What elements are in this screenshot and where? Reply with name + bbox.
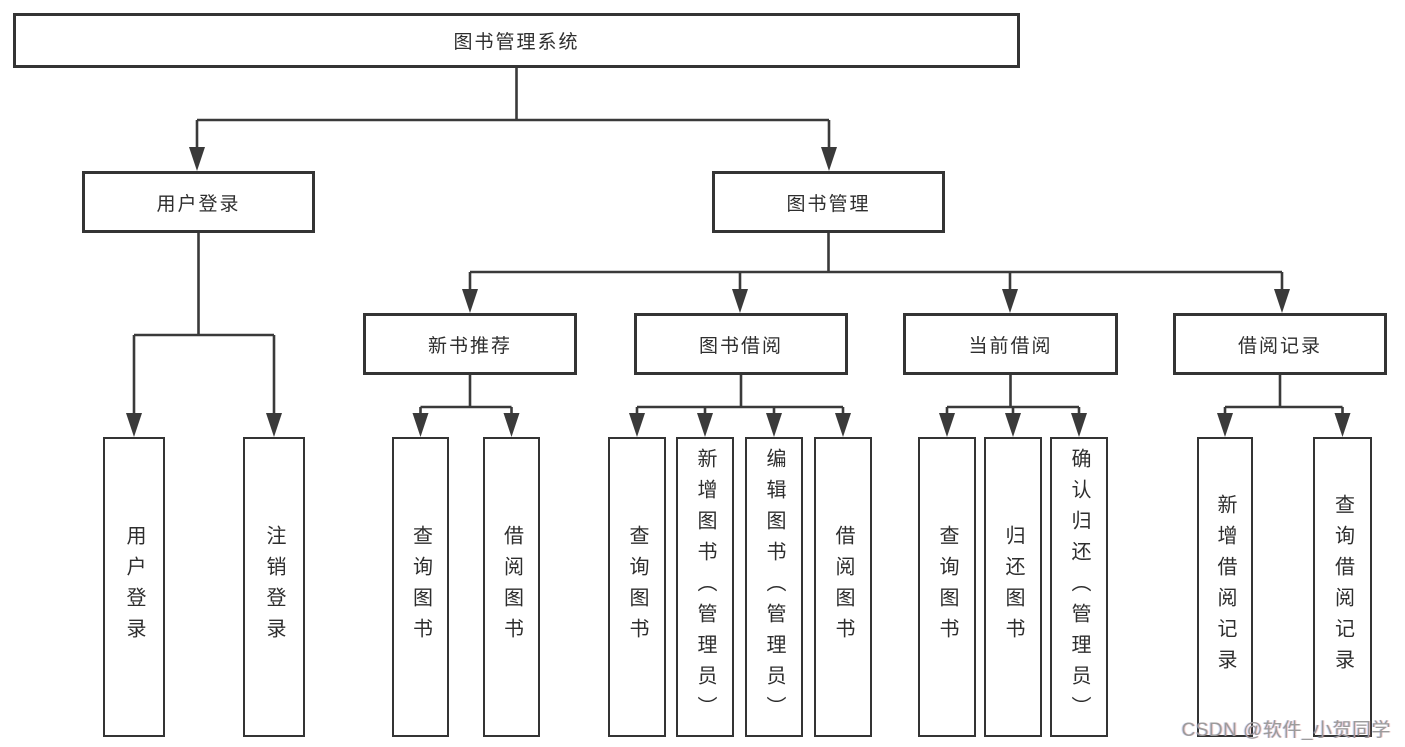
connector-book-borrow-children (635, 375, 845, 416)
node-label: 确认归还（管理员） (1068, 447, 1090, 727)
node-label: 编辑图书（管理员） (763, 447, 785, 727)
leaf-user-login: 用户登录 (103, 437, 165, 737)
node-label: 查询图书 (626, 525, 648, 649)
leaf-return-book: 归还图书 (984, 437, 1042, 737)
arrowhead (1071, 413, 1087, 437)
node-label: 归还图书 (1002, 525, 1024, 649)
connector-current-borrow-children (945, 375, 1081, 416)
arrowhead (1217, 413, 1233, 437)
node-label: 查询图书 (409, 525, 432, 649)
node-label: 查询借阅记录 (1331, 494, 1354, 680)
leaf-query-books-current: 查询图书 (918, 437, 976, 737)
arrowhead (266, 413, 282, 437)
connector-new-book-children (419, 375, 513, 416)
arrowhead (766, 413, 782, 437)
leaf-add-book-admin: 新增图书（管理员） (676, 437, 734, 737)
arrowhead (939, 413, 955, 437)
leaf-query-borrow-record: 查询借阅记录 (1313, 437, 1372, 737)
leaf-borrow-books: 借阅图书 (814, 437, 872, 737)
leaf-query-books-recommend: 查询图书 (392, 437, 449, 737)
node-label: 借阅记录 (1237, 335, 1322, 357)
arrowhead (697, 413, 713, 437)
node-label: 图书管理系统 (453, 32, 580, 53)
node-current-borrow: 当前借阅 (903, 313, 1118, 375)
connector-root-to-level2 (195, 68, 831, 150)
node-book-management: 图书管理 (712, 171, 945, 233)
leaf-confirm-return-admin: 确认归还（管理员） (1050, 437, 1108, 737)
arrowhead (835, 413, 851, 437)
node-label: 图书借阅 (698, 335, 783, 357)
connector-book-management-children (468, 233, 1284, 292)
leaf-borrow-books-recommend: 借阅图书 (483, 437, 540, 737)
leaf-edit-book-admin: 编辑图书（管理员） (745, 437, 803, 737)
arrowhead (189, 147, 205, 171)
node-label: 查询图书 (936, 525, 958, 649)
arrowhead (821, 147, 837, 171)
arrowhead (1002, 289, 1018, 313)
node-label: 用户登录 (156, 193, 241, 215)
node-label: 注销登录 (263, 525, 285, 649)
node-root: 图书管理系统 (13, 13, 1020, 68)
connector-user-login-children (132, 233, 276, 416)
node-label: 新书推荐 (427, 335, 512, 357)
leaf-query-books-borrow: 查询图书 (608, 437, 666, 737)
arrowhead (1274, 289, 1290, 313)
node-borrow-records: 借阅记录 (1173, 313, 1387, 375)
node-label: 当前借阅 (968, 335, 1053, 357)
leaf-logout: 注销登录 (243, 437, 305, 737)
node-label: 图书管理 (786, 193, 871, 215)
node-user-login: 用户登录 (82, 171, 315, 233)
arrowhead (462, 289, 478, 313)
connector-borrow-records-children (1223, 375, 1344, 416)
arrowhead (629, 413, 645, 437)
node-new-book-recommend: 新书推荐 (363, 313, 577, 375)
arrowhead (1005, 413, 1021, 437)
arrowhead (126, 413, 142, 437)
csdn-watermark: CSDN @软件_小贺同学 (1181, 720, 1391, 741)
node-label: 借阅图书 (500, 525, 523, 649)
node-label: 新增借阅记录 (1214, 494, 1236, 680)
arrowhead (503, 413, 520, 437)
node-label: 新增图书（管理员） (694, 447, 716, 727)
node-book-borrow: 图书借阅 (634, 313, 848, 375)
leaf-add-borrow-record: 新增借阅记录 (1197, 437, 1253, 737)
node-label: 用户登录 (123, 525, 145, 649)
arrowhead (732, 289, 748, 313)
arrowhead (1334, 413, 1351, 437)
arrowheads (126, 147, 1351, 437)
node-label: 借阅图书 (832, 525, 854, 649)
arrowhead (412, 413, 429, 437)
